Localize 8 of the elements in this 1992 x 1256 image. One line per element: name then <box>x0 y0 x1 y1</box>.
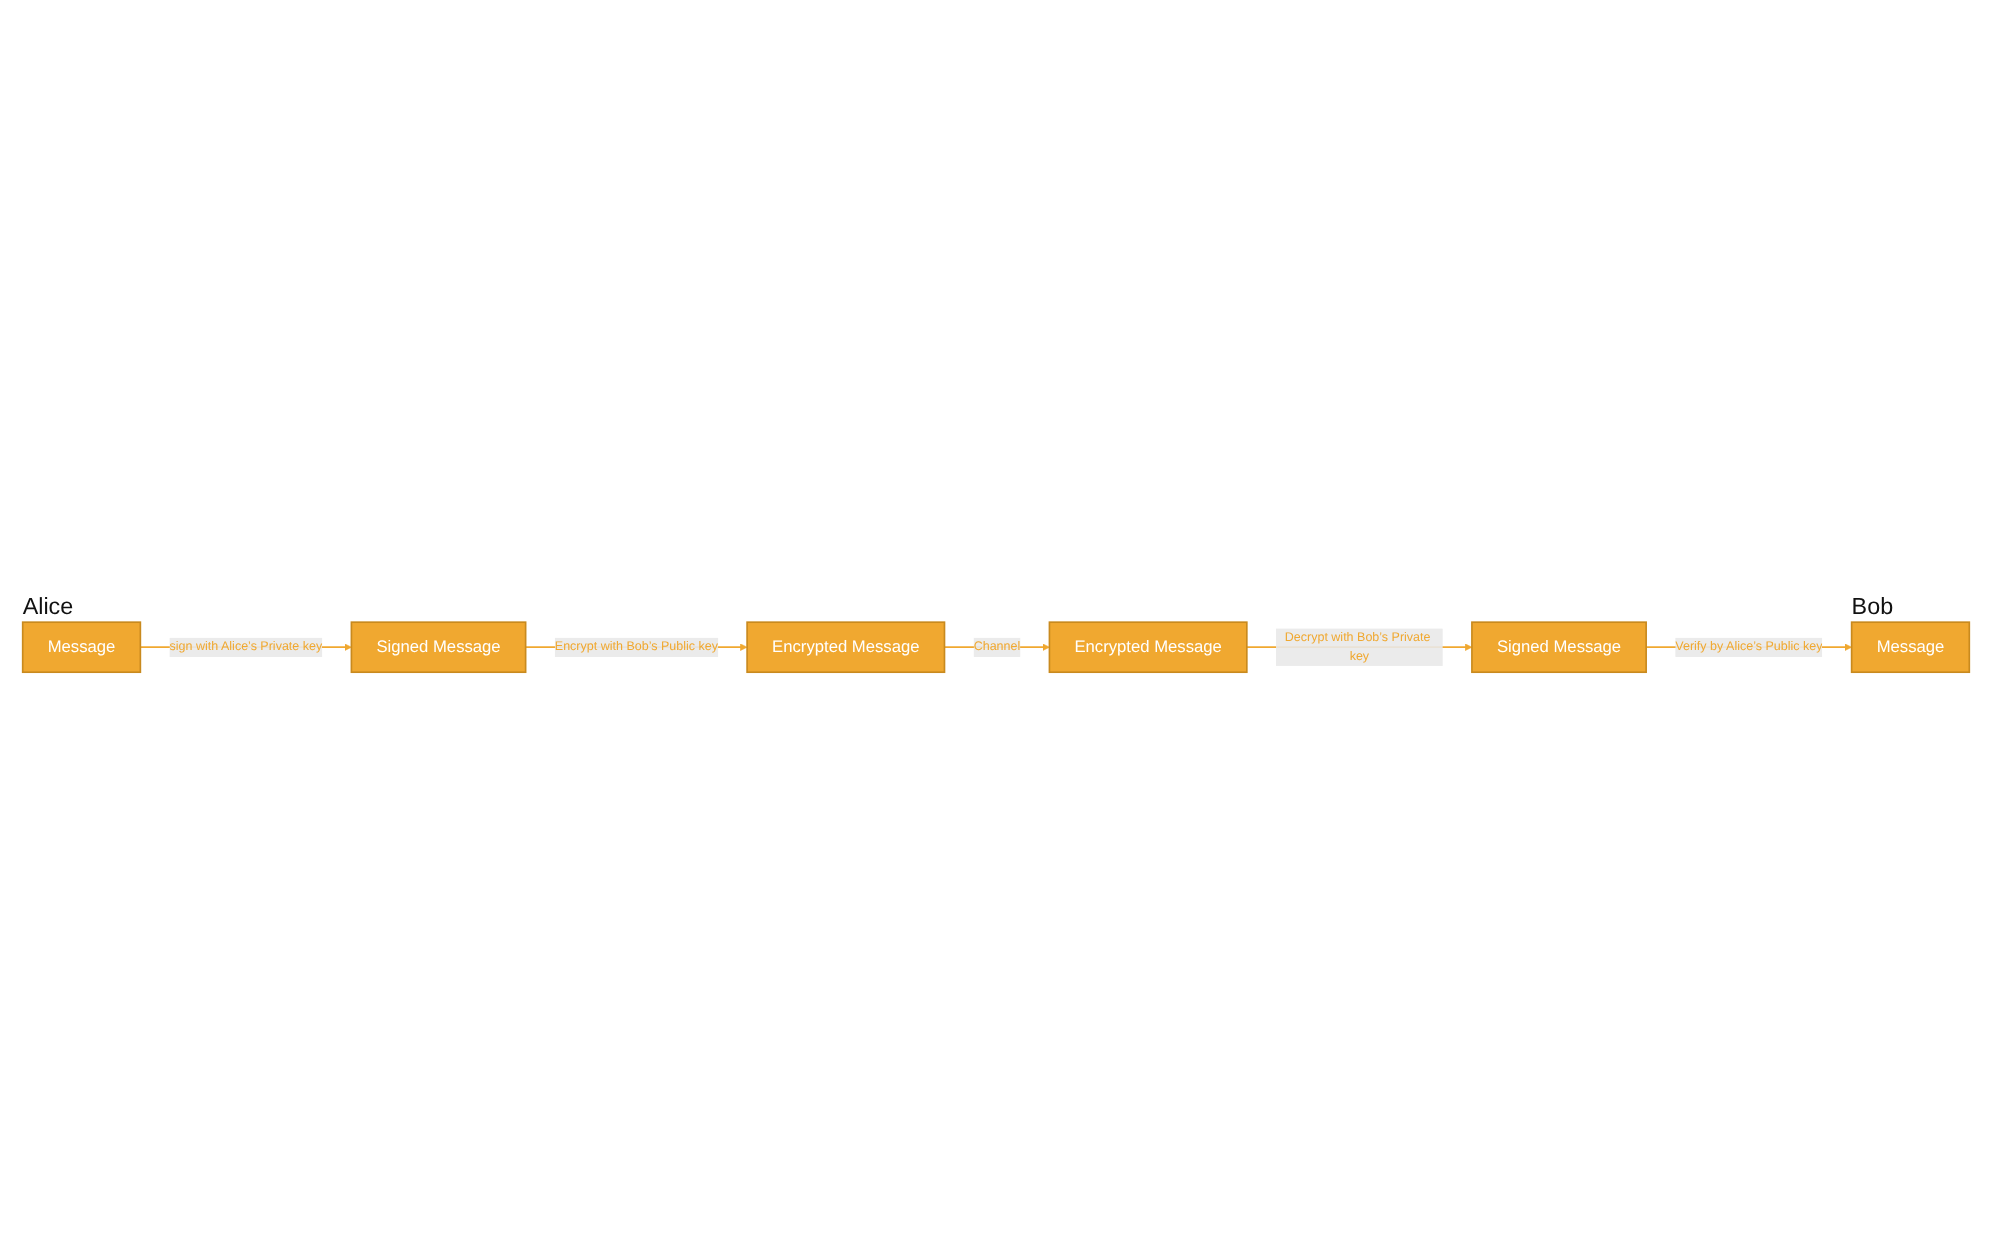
node-box: Signed Message <box>350 620 527 673</box>
node-box: Message <box>1850 620 1971 673</box>
actor-name: Alice <box>22 593 74 620</box>
node-box: Signed Message <box>1471 620 1647 673</box>
node-box: Message <box>21 620 142 673</box>
actor-name: Bob <box>1851 593 1894 620</box>
node-box: Encrypted Message <box>1048 620 1248 673</box>
node-box: Encrypted Message <box>746 620 946 673</box>
